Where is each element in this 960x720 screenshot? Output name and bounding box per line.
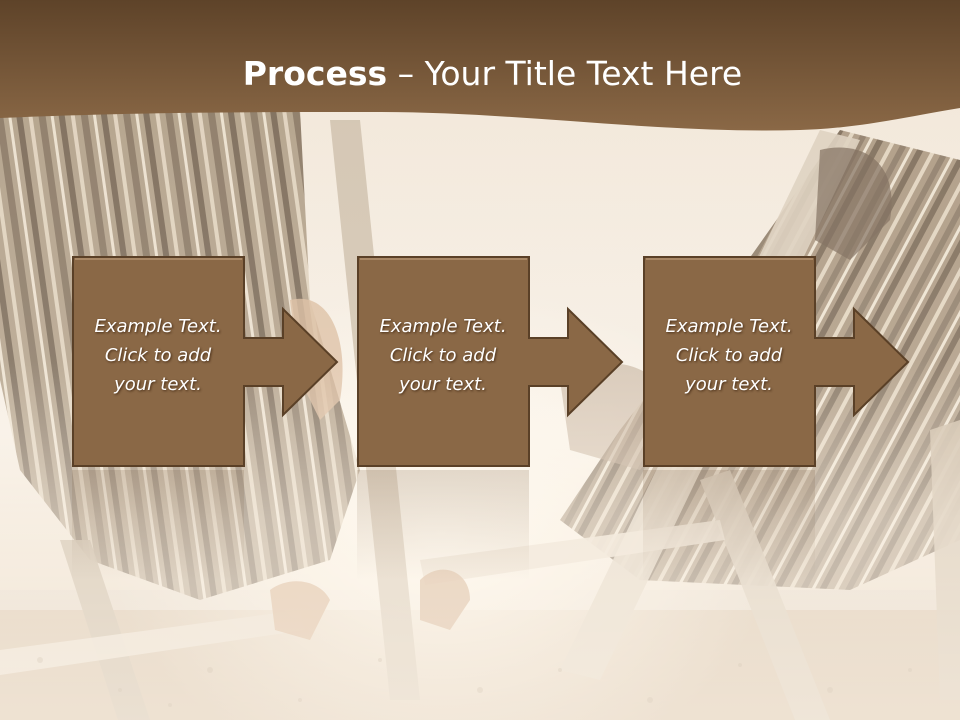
process-step-3[interactable]: Example Text. Click to add your text. xyxy=(643,256,913,468)
step-arrow-shape xyxy=(72,256,339,467)
step-reflection xyxy=(72,470,244,580)
process-step-1[interactable]: Example Text. Click to add your text. xyxy=(72,256,342,468)
step-text: Example Text. Click to add your text. xyxy=(665,316,793,395)
title-bold-text: Process xyxy=(242,54,388,93)
slide-title[interactable]: Process – Your Title Text Here xyxy=(0,52,960,96)
step-text: Example Text. Click to add your text. xyxy=(94,316,222,395)
step-arrow-shape xyxy=(357,256,624,467)
title-banner xyxy=(0,0,960,131)
process-step-2[interactable]: Example Text. Click to add your text. xyxy=(357,256,627,468)
title-rest-text: – Your Title Text Here xyxy=(387,54,743,93)
step-text: Example Text. Click to add your text. xyxy=(379,316,507,395)
step-reflection xyxy=(357,470,529,580)
step-reflection xyxy=(643,470,815,580)
step-arrow-shape xyxy=(643,256,910,467)
